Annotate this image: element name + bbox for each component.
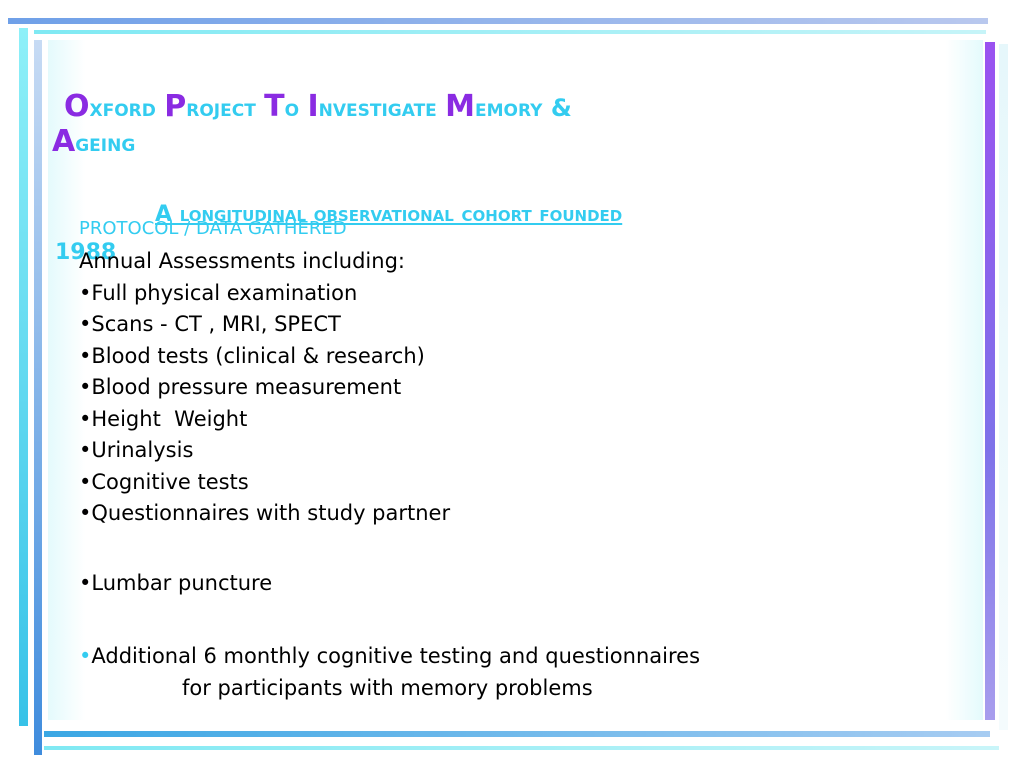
title-word: roject [186,94,265,122]
subtitle-initial: A [155,202,173,227]
decorative-bar-left-inner [34,40,42,755]
spacer [79,530,700,568]
slide-title: Oxford Project To Investigate Memory & A… [52,90,952,160]
list-item-text: Cognitive tests [91,469,249,494]
additional-text-line-2: for participants with memory problems [182,675,593,700]
list-item-text: Urinalysis [91,438,194,462]
title-word: emory & [475,94,572,122]
list-item: •Questionnaires with study partner [79,498,700,530]
list-item: •Blood tests (clinical & research) [79,341,700,373]
title-initial: A [52,124,76,159]
bullet-icon: • [79,406,92,431]
title-initial: P [164,89,187,124]
slide-body: Annual Assessments including: •Full phys… [79,246,700,704]
decorative-bar-top-thin [34,30,986,34]
list-item: •Height Weight [79,404,700,436]
title-word: nvestigate [318,94,446,122]
bullet-icon: • [79,438,92,462]
list-item: •Scans - CT , MRI, SPECT [79,309,700,341]
list-item-text: Height Weight [91,406,248,431]
bullet-icon: • [79,469,92,494]
title-word: xford [89,94,165,122]
list-item: •Urinalysis [79,435,700,467]
decorative-bar-top [8,18,988,24]
bullet-icon: • [79,343,92,368]
decorative-bar-bottom [44,731,990,737]
list-item: •Blood pressure measurement [79,372,700,404]
intro-text: Annual Assessments including: [79,249,405,273]
decorative-bar-right [985,42,995,720]
title-initial: M [445,89,476,124]
additional-item: •Additional 6 monthly cognitive testing … [79,641,700,673]
slide-background-panel [48,40,983,720]
bullet-icon: • [79,644,92,668]
list-item-text: Blood pressure measurement [91,375,402,399]
list-item-text: Scans - CT , MRI, SPECT [91,312,341,336]
decorative-bar-left [19,28,28,726]
title-initial: I [307,89,319,124]
spacer [79,599,700,641]
list-item-text: Lumbar puncture [91,570,273,595]
lumbar-item: •Lumbar puncture [79,568,700,600]
section-heading: PROTOCOL / DATA GATHERED [79,218,347,239]
title-word: geing [75,129,136,157]
title-line-2: Ageing [52,125,952,160]
bullet-icon: • [79,570,92,595]
title-word: o [284,94,308,122]
list-item: •Cognitive tests [79,467,700,499]
list-item: •Full physical examination [79,278,700,310]
subtitle-year: 1988 [55,240,117,265]
bullet-icon: • [79,280,92,305]
bullet-icon: • [79,501,92,525]
bullet-icon: • [79,375,92,399]
title-initial: T [264,89,285,124]
subtitle-text: longitudinal observational cohort founde… [172,202,623,227]
additional-text-line-1: Additional 6 monthly cognitive testing a… [91,644,701,668]
list-item-text: Questionnaires with study partner [91,501,451,525]
slide-subtitle: A longitudinal observational cohort foun… [55,196,622,272]
bullet-icon: • [79,312,92,336]
title-line-1: Oxford Project To Investigate Memory & [52,90,952,125]
decorative-bar-bottom-thin [44,746,999,750]
decorative-bar-right-outer [999,44,1008,730]
list-item-text: Full physical examination [91,280,358,305]
list-item-text: Blood tests (clinical & research) [91,343,425,368]
title-initial: O [64,89,90,124]
subtitle-line-1: A longitudinal observational cohort foun… [55,196,622,234]
